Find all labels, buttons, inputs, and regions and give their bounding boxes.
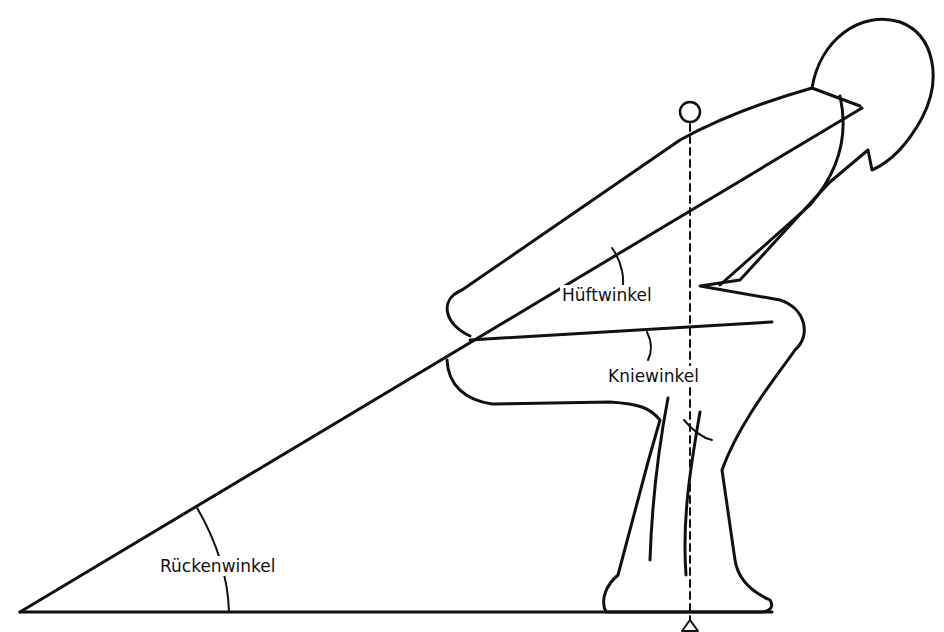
shin-line	[650, 398, 700, 575]
back-line	[20, 108, 862, 612]
angle-label: Kniewinkel	[606, 366, 701, 386]
knee-angle-arc	[647, 332, 651, 360]
angle-label: Hüftwinkel	[560, 285, 654, 305]
bar-circle	[680, 102, 700, 122]
arm-line	[720, 88, 860, 285]
balance-point-triangle	[682, 620, 698, 631]
angle-label: Rückenwinkel	[158, 556, 277, 576]
shin-angle-arc	[684, 420, 712, 440]
thigh-line	[470, 322, 772, 340]
